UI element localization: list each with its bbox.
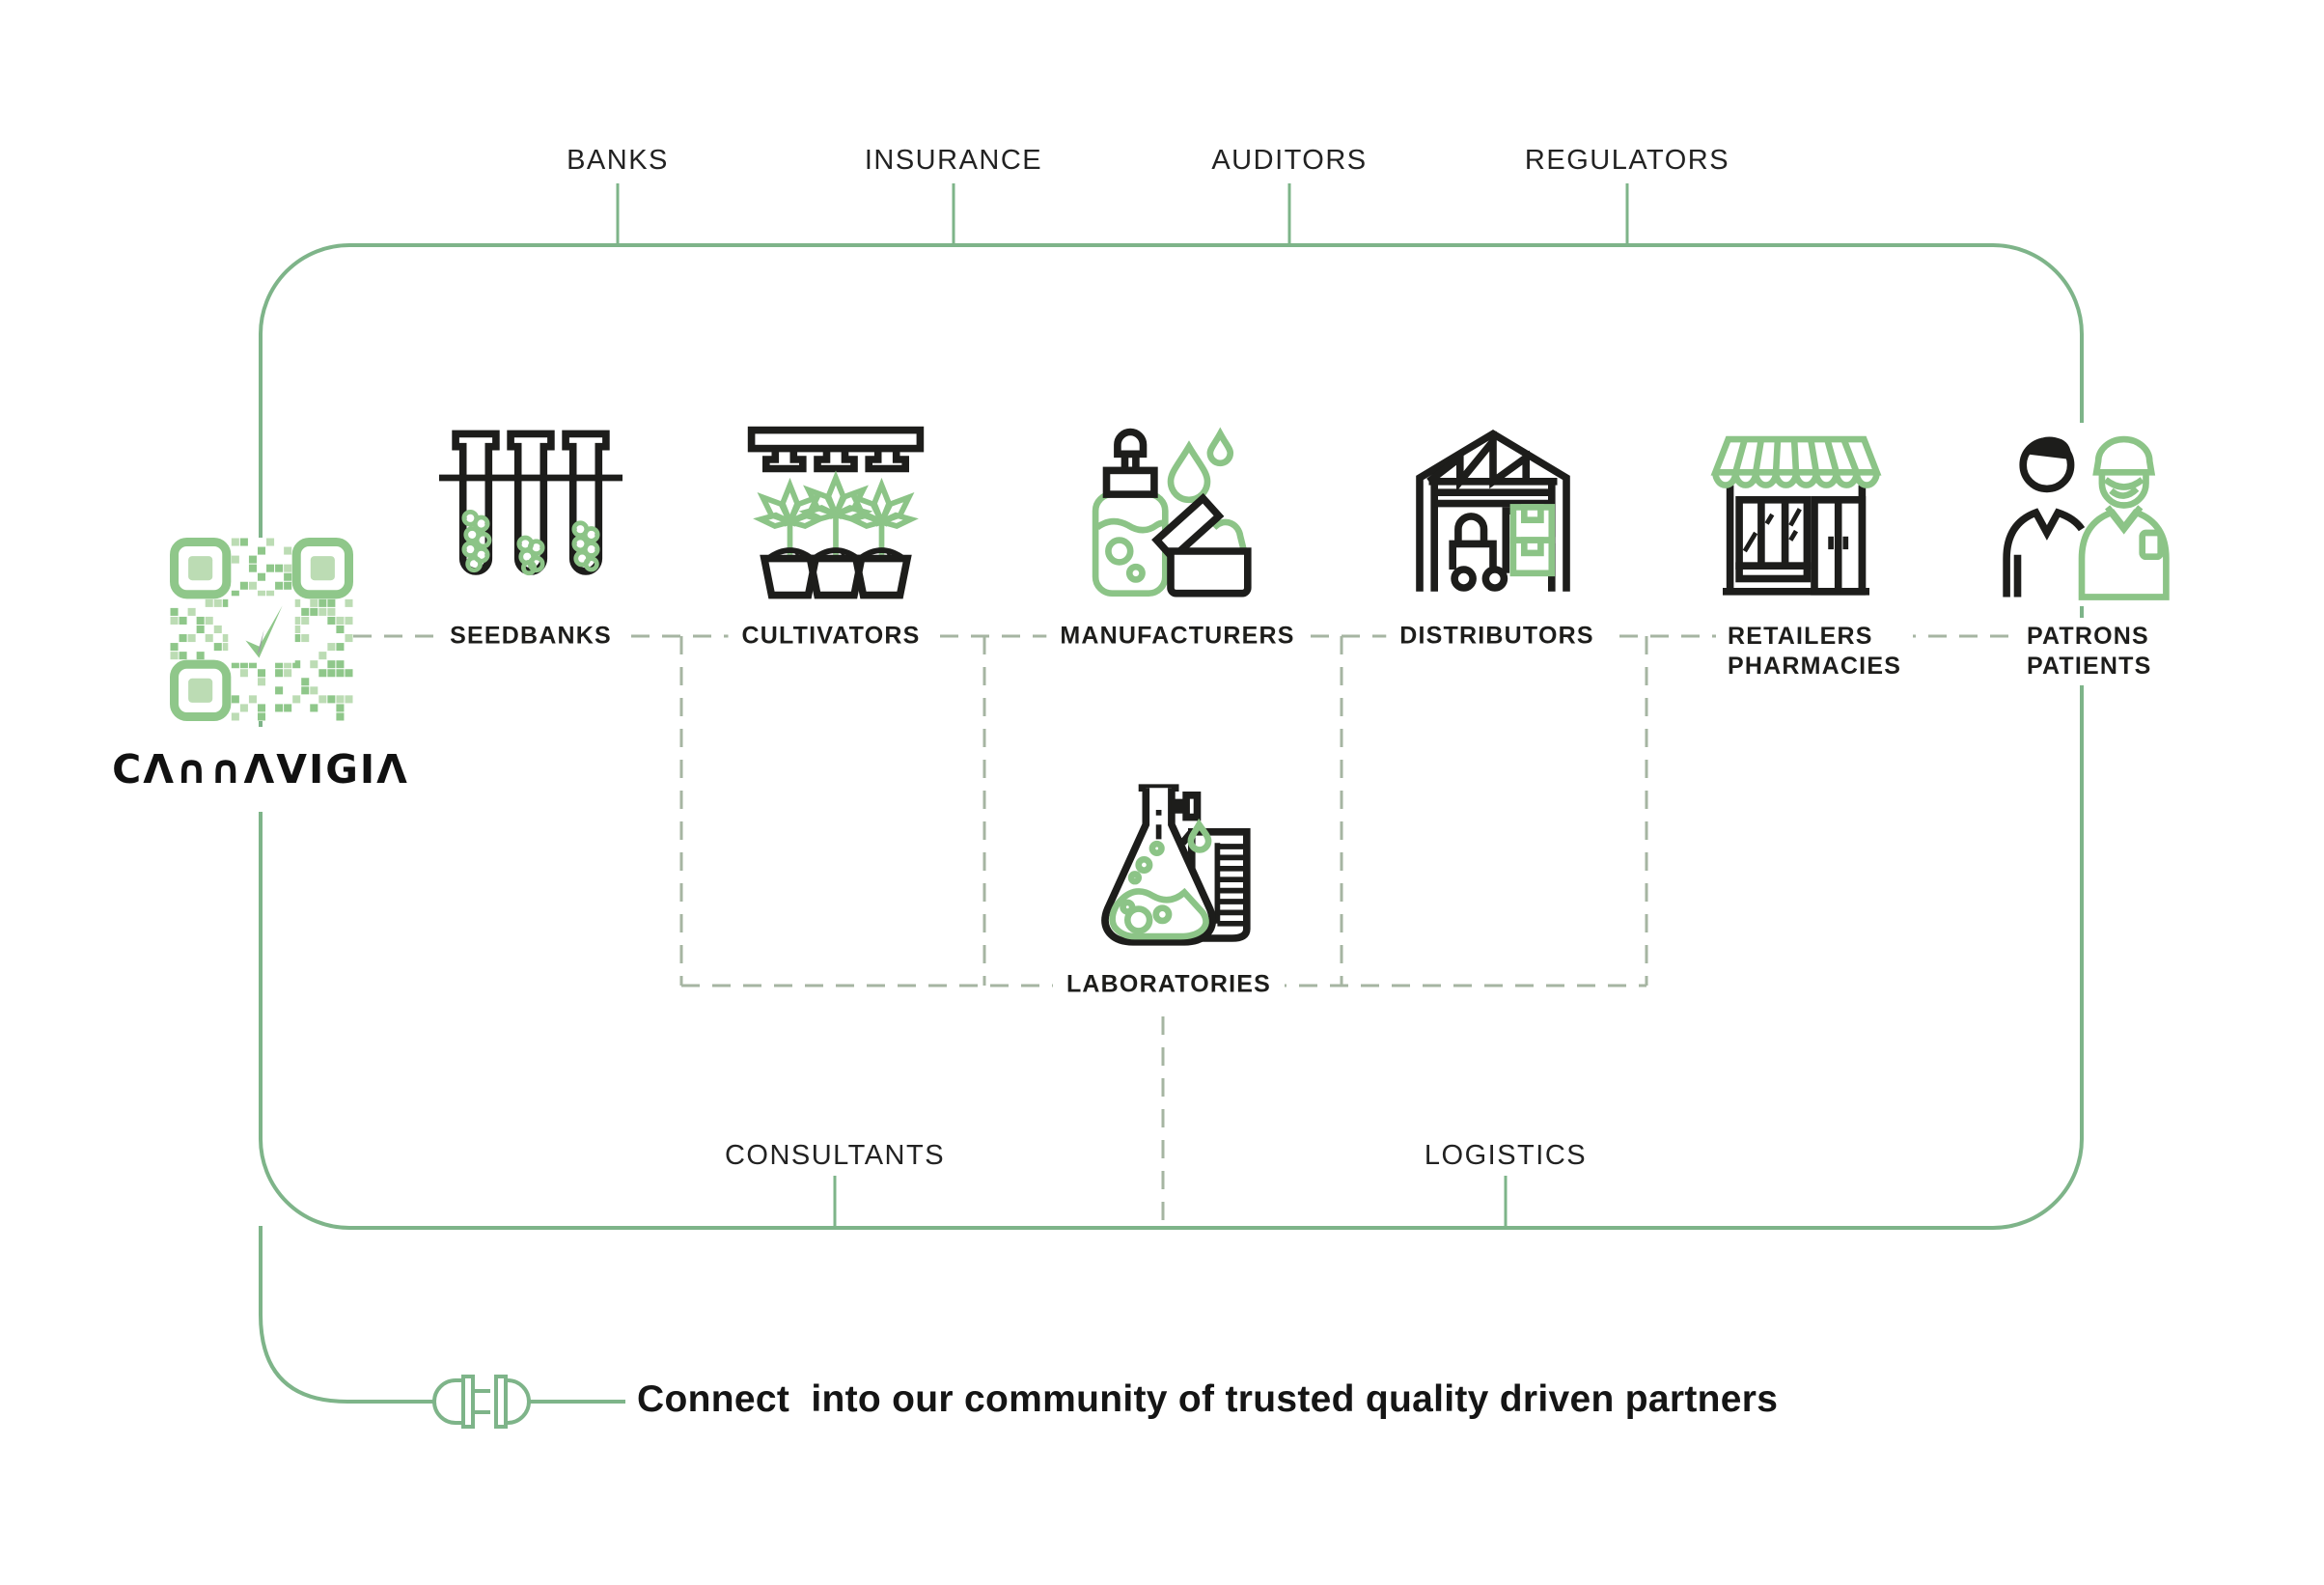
customer-pharmacist-icon [1990,423,2173,606]
warehouse-forklift-icon [1401,423,1585,606]
node-label-seedbanks: SEEDBANKS [436,615,625,657]
brand-wordmark: CΛ∩∩ΛVIGIΛ [97,727,425,812]
qr-code-icon [170,538,354,721]
node-label-manufacturers: MANUFACTURERS [1046,615,1309,657]
ecosystem-boundary [259,243,2084,1230]
grow-light-plants-icon [744,423,927,606]
partner-label-auditors: AUDITORS [1211,145,1368,176]
dropper-bottle-cream-icon [1079,423,1262,606]
node-label-patrons-patients: PATRONS PATIENTS [2015,618,2164,685]
node-label-distributors: DISTRIBUTORS [1386,615,1608,657]
storefront-awning-icon [1704,423,1888,606]
qr-finder-patterns [170,538,354,721]
partner-label-regulators: REGULATORS [1524,145,1730,176]
node-label-cultivators: CULTIVATORS [728,615,934,657]
qr-center-check-icon [245,605,283,658]
node-label-laboratories: LABORATORIES [1052,963,1286,1006]
tagline-text: Connect into our community of trusted qu… [637,1378,1779,1420]
plug-icon [419,1373,542,1431]
partner-label-insurance: INSURANCE [864,145,1043,176]
partner-label-consultants: CONSULTANTS [724,1140,946,1171]
test-tubes-icon [439,423,622,606]
bottom-partner-ticks [833,1176,1508,1227]
partner-label-banks: BANKS [567,145,669,176]
top-partner-ticks [616,183,1629,244]
connect-wire [259,1226,625,1404]
node-label-retailers-pharmacies: RETAILERS PHARMACIES [1716,618,1914,685]
partner-label-logistics: LOGISTICS [1424,1140,1588,1171]
flask-beaker-icon [1078,773,1261,957]
